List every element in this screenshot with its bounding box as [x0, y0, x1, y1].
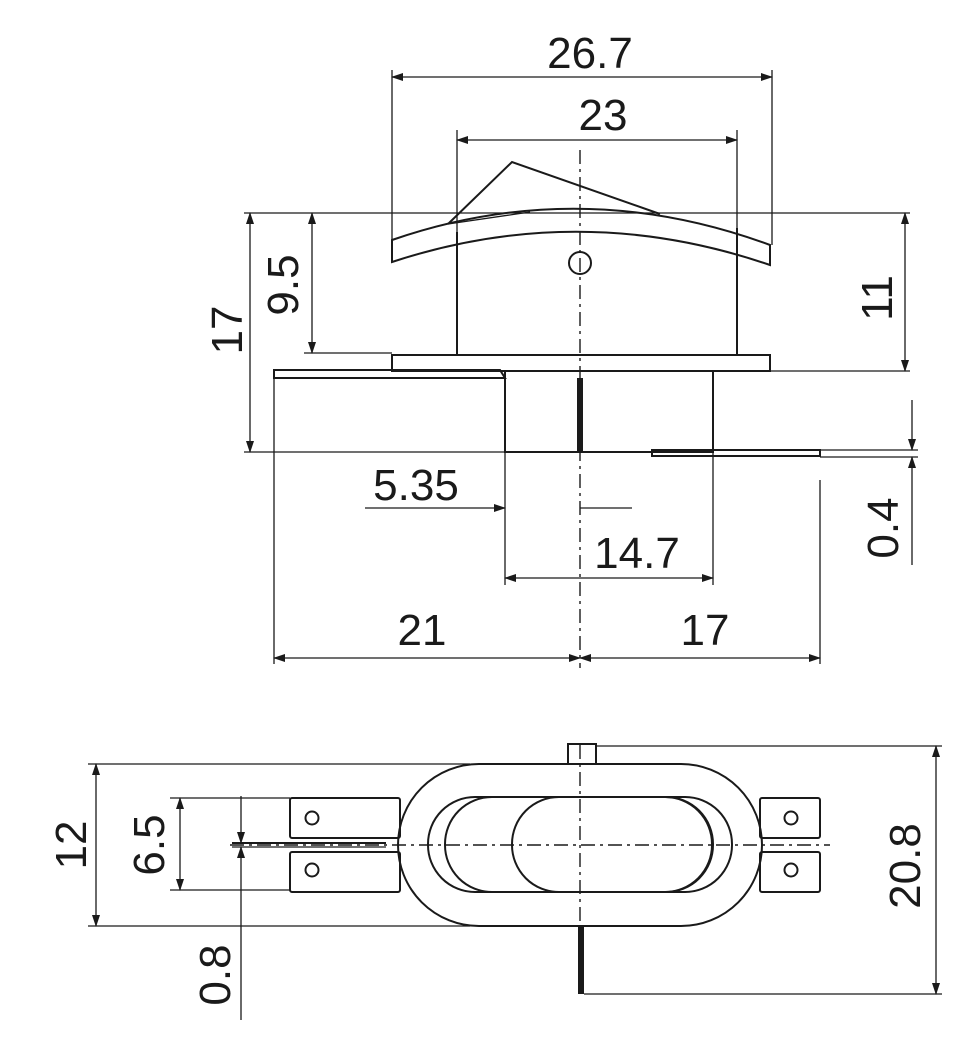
terminal-upper-right	[759, 797, 821, 839]
dim-label-terminal-offset: 5.35	[373, 461, 459, 510]
button-oval	[511, 796, 713, 893]
rocker-wedge-edge	[447, 211, 531, 225]
dim-label-left-extent: 21	[398, 606, 447, 655]
terminal-hole-upper-left	[304, 810, 320, 826]
side-view: 26.7 23 17 9.5 11 5.35 14.7 0.4 21 17	[203, 29, 918, 668]
dim-label-thickness: 0.4	[859, 497, 908, 558]
pivot-circle	[568, 251, 592, 275]
dim-label-height-left: 12	[47, 821, 96, 870]
bottom-tab	[578, 926, 584, 994]
dim-label-rocker-width: 26.7	[547, 29, 633, 78]
terminal-upper-left	[289, 797, 401, 839]
dim-label-right-extent: 17	[681, 606, 730, 655]
rocker-actuator	[391, 207, 771, 267]
dim-label-base-width: 14.7	[594, 529, 680, 578]
dim-label-overall-height: 20.8	[881, 823, 930, 909]
terminal-lower-right	[759, 851, 821, 893]
dim-label-right-height: 11	[853, 275, 902, 321]
terminal-hole-lower-left	[304, 862, 320, 878]
terminal-plate-right	[651, 449, 821, 457]
terminal-lower-left	[289, 851, 401, 893]
dim-label-terminal-pitch: 6.5	[125, 814, 174, 875]
dim-label-height-above-flange: 9.5	[259, 254, 308, 315]
flange	[391, 354, 771, 372]
rocker-wedge	[447, 160, 661, 225]
bottom-view: 12 6.5 0.8 20.8	[47, 743, 942, 1020]
dim-label-tab-thickness: 0.8	[191, 944, 240, 1005]
dim-label-body-width: 23	[579, 91, 628, 140]
center-terminal-slot	[577, 378, 583, 452]
base-block	[504, 370, 714, 453]
terminal-hole-lower-right	[783, 862, 799, 878]
top-nub	[567, 743, 597, 765]
dim-label-total-height: 17	[203, 306, 252, 355]
terminal-hole-upper-right	[783, 810, 799, 826]
